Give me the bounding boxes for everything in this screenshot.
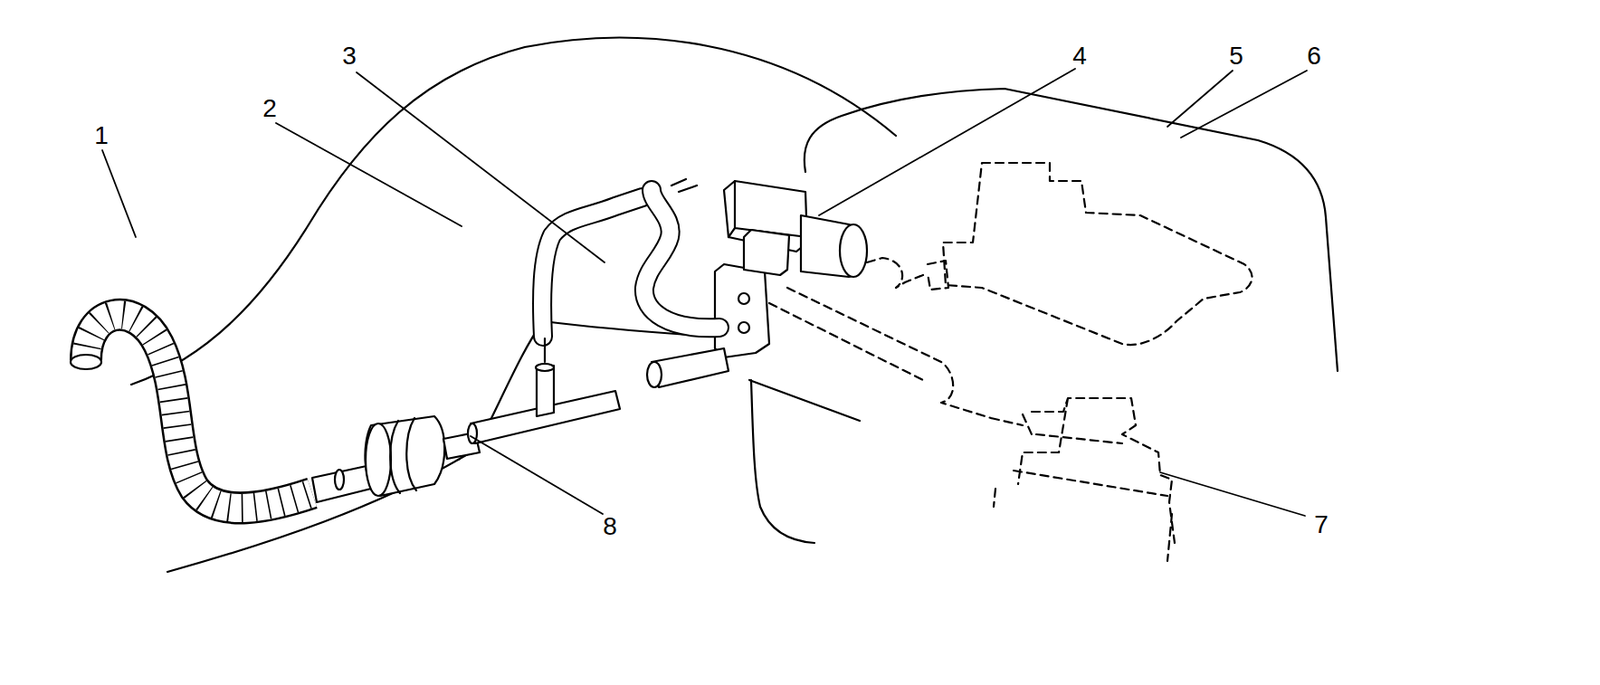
body-outline — [131, 38, 896, 385]
hidden-hose — [866, 257, 949, 290]
pipe — [651, 348, 729, 388]
corrugated-hose — [85, 314, 313, 509]
callout-number: 5 — [1228, 43, 1244, 69]
vacuum-hose — [644, 190, 720, 328]
corrugated-hose — [85, 314, 313, 509]
valve-coil-end — [839, 224, 867, 277]
bolt-hole — [738, 293, 750, 305]
vacuum-hose — [644, 190, 720, 328]
vacuum-hose — [542, 197, 643, 337]
bolt-hole — [738, 322, 750, 334]
pipe-end — [334, 469, 344, 490]
callout-number: 3 — [342, 43, 357, 69]
panel-outline — [804, 88, 1338, 372]
hose-nipple — [671, 179, 697, 192]
hose-end — [70, 354, 102, 370]
pipe-end — [467, 423, 477, 444]
body-outline — [749, 380, 860, 421]
hose-nipple — [543, 338, 546, 362]
valve-bracket — [714, 264, 770, 358]
hidden-hose — [769, 287, 1032, 435]
filter-body — [364, 416, 445, 496]
callout-number: 1 — [94, 123, 109, 149]
hidden-component — [993, 398, 1175, 562]
vacuum-hose — [542, 197, 643, 337]
hose-ribs — [85, 314, 313, 509]
callout-number: 4 — [1072, 43, 1087, 69]
pipe-end — [647, 361, 662, 388]
pipe-end — [535, 363, 554, 372]
tee-branch — [536, 365, 554, 417]
solenoid-valve — [728, 180, 808, 238]
callout-number: 2 — [262, 95, 277, 122]
valve-connector — [743, 229, 790, 276]
pipe — [312, 466, 372, 503]
filter-ring — [390, 418, 417, 494]
callout-number: 8 — [602, 514, 618, 540]
hidden-component — [942, 162, 1253, 345]
body-outline — [751, 380, 815, 543]
callout-number: 7 — [1314, 512, 1329, 538]
filter-face — [365, 423, 391, 496]
leader-lines — [102, 68, 1307, 516]
callout-number: 6 — [1306, 43, 1322, 69]
